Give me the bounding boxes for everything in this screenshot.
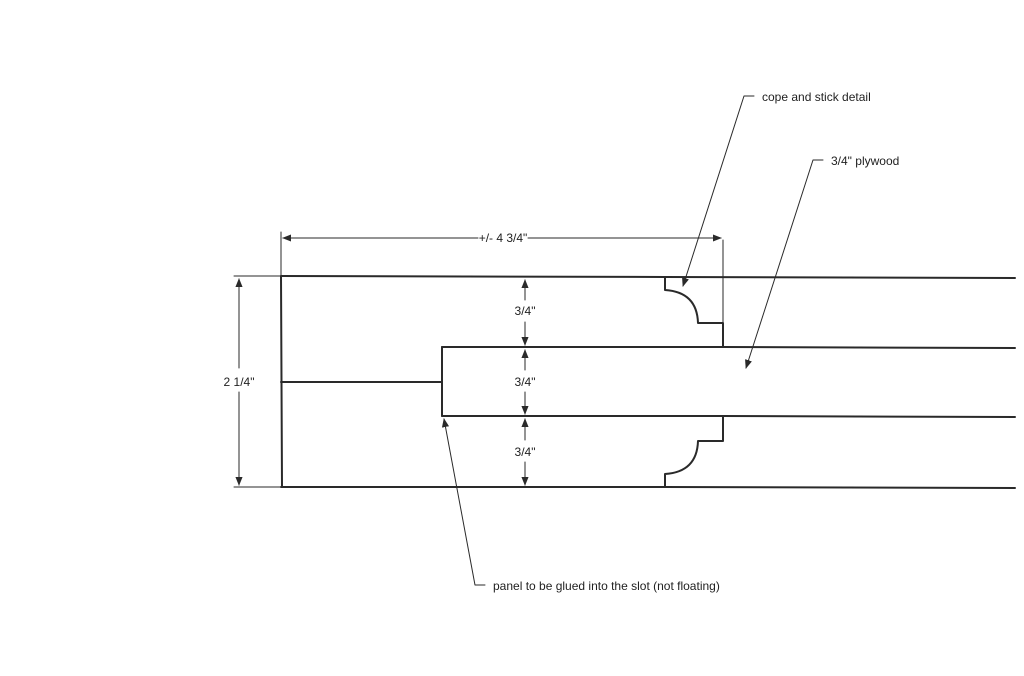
plywood-leader	[745, 159, 824, 369]
cope-stick-label: cope and stick detail	[762, 90, 871, 104]
layer-dimension-middle: 3/4"	[515, 349, 536, 415]
rail-outline	[280, 275, 1016, 489]
panel-note-label: panel to be glued into the slot (not flo…	[493, 579, 720, 593]
cope-stick-callout: cope and stick detail	[682, 90, 871, 287]
cope-stick-leader	[682, 95, 755, 287]
layer-dimension-top: 3/4"	[515, 279, 536, 346]
layer-bottom-label: 3/4"	[515, 445, 536, 459]
cope-stick-profile	[664, 239, 724, 488]
layer-top-label: 3/4"	[515, 304, 536, 318]
panel-note-callout: panel to be glued into the slot (not flo…	[441, 418, 720, 593]
panel-bottom-edge	[441, 415, 1016, 418]
height-dimension: 2 1/4"	[224, 275, 281, 488]
width-dimension: +/- 4 3/4"	[282, 231, 721, 245]
panel-top-edge	[441, 346, 1016, 349]
height-dimension-label: 2 1/4"	[224, 375, 255, 389]
panel-note-leader	[441, 418, 486, 586]
rail-bottom-edge	[280, 486, 1016, 489]
profile-upper	[664, 276, 724, 348]
layer-middle-label: 3/4"	[515, 375, 536, 389]
layer-dimension-bottom: 3/4"	[515, 418, 536, 486]
profile-lower	[664, 416, 724, 488]
plywood-callout: 3/4" plywood	[745, 154, 899, 369]
rail-top-edge	[280, 275, 1016, 279]
width-dimension-label: +/- 4 3/4"	[479, 231, 528, 245]
plywood-label: 3/4" plywood	[831, 154, 899, 168]
